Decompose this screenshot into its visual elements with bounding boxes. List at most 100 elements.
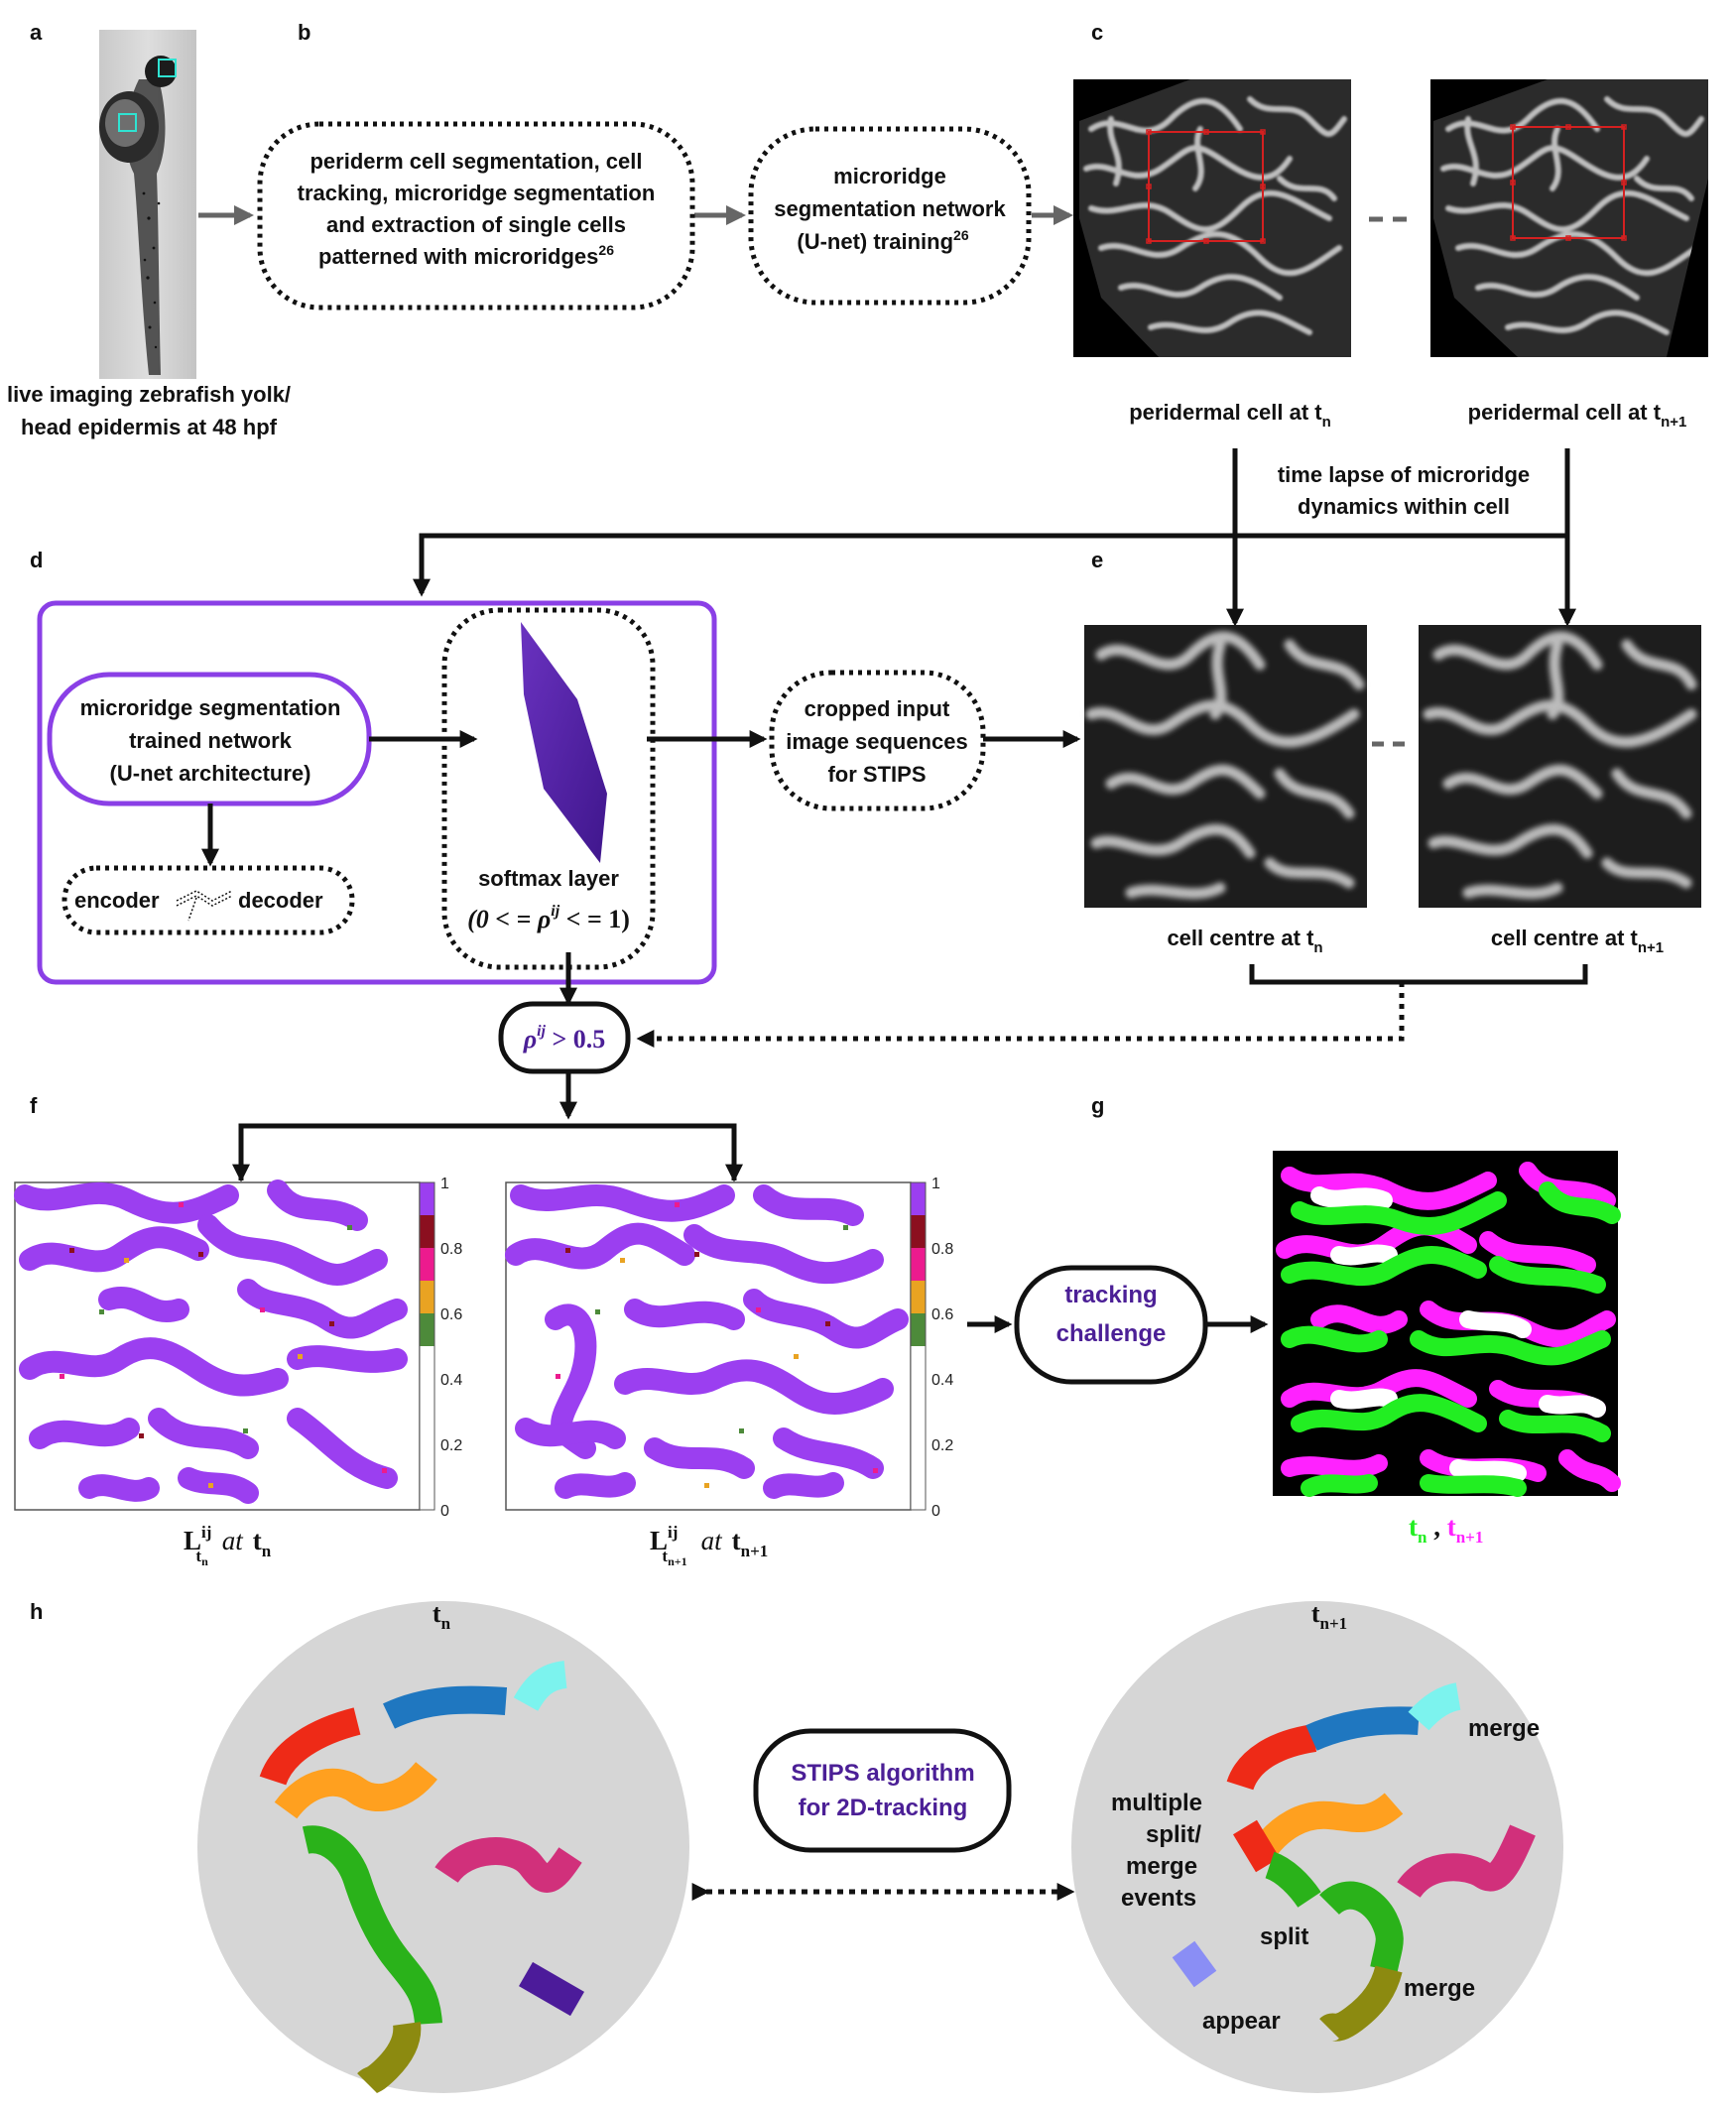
ridge-cyan-tn (513, 1661, 568, 1712)
panel-label-d: d (30, 548, 43, 572)
segmentation-box (257, 121, 695, 310)
network-frame (37, 600, 717, 985)
f-split-connector (238, 1123, 737, 1180)
b-box1-line3: and extraction of single cells (326, 212, 626, 237)
b-box2-line3: (U-net) training26 (797, 227, 968, 254)
h-multiple-line2: split/ (1146, 1821, 1201, 1848)
cell-centre-image-tn1 (1419, 625, 1701, 908)
arrow-c-to-d (413, 533, 1567, 597)
encoder-label: encoder (74, 888, 160, 913)
arrow-e-to-threshold (636, 982, 1405, 1048)
ridge-orange-tn (274, 1761, 437, 1819)
ridge-green-tn (302, 1825, 442, 2026)
h-multiple-line3: merge (1126, 1853, 1197, 1880)
d-network-line1: microridge segmentation (80, 695, 341, 720)
cb-right-tick-02: 0.2 (931, 1437, 953, 1454)
ridge-appear-tn1 (1172, 1940, 1217, 1988)
cell-centre-image-tn (1084, 625, 1367, 908)
colorbar-left-ticks: 1 0.8 0.6 0.4 0.2 0 (440, 1176, 462, 1520)
cb-right-tick-08: 0.8 (931, 1241, 953, 1258)
ridge-olive-tn1 (1319, 1965, 1403, 2042)
encoder-decoder-connector (176, 890, 233, 922)
overlay-image (1273, 1151, 1621, 1497)
ridge-violet-tn (519, 1961, 584, 2017)
cb-left-tick-02: 0.2 (440, 1437, 462, 1454)
panel-label-c: c (1091, 20, 1103, 45)
ridge-blue-tn1 (1305, 1706, 1420, 1751)
stips-algorithm-box (753, 1728, 1012, 1853)
cb-left-tick-0: 0 (440, 1503, 449, 1520)
b-box1-line2: tracking, microridge segmentation (298, 181, 656, 205)
cropped-input-box (769, 670, 986, 811)
g-legend: tn , tn+1 (1409, 1512, 1483, 1547)
ridge-orange-tn1 (1248, 1793, 1404, 1864)
colorbar-right-ticks: 1 0.8 0.6 0.4 0.2 0 (931, 1176, 953, 1520)
encoder-decoder-box (62, 865, 355, 935)
d-network-line2: trained network (129, 728, 293, 753)
h-stips-line1: STIPS algorithm (791, 1760, 974, 1787)
colorbar-left (419, 1181, 435, 1511)
b-box1-line4: patterned with microridges26 (318, 242, 614, 269)
ridge-pink-tn (434, 1837, 582, 1893)
ridge-blue-tn (383, 1685, 508, 1729)
h-multiple-line1: multiple (1111, 1790, 1202, 1816)
ridge-pink-tn1 (1397, 1824, 1536, 1899)
cb-left-tick-1: 1 (440, 1176, 449, 1192)
ridge-red-tn1 (1226, 1724, 1317, 1792)
cb-right-tick-1: 1 (931, 1176, 940, 1192)
h-split: split (1260, 1923, 1308, 1950)
cb-right-tick-04: 0.4 (931, 1372, 953, 1389)
zebrafish-image (99, 30, 196, 379)
h-merge-top: merge (1468, 1715, 1540, 1742)
h-title-left: tn (433, 1599, 451, 1633)
h-multiple-line4: events (1121, 1885, 1196, 1912)
cb-left-tick-04: 0.4 (440, 1372, 462, 1389)
b-box2-line1: microridge (833, 164, 946, 188)
h-stips-line2: for 2D-tracking (799, 1795, 968, 1821)
ridge-red-split-tn1 (1233, 1819, 1280, 1873)
c-label-tn: peridermal cell at tn (1129, 400, 1331, 431)
probability-map-tn (14, 1179, 421, 1511)
colorbar-right (910, 1181, 927, 1511)
h-title-right: tn+1 (1311, 1599, 1347, 1633)
g-tracking-line1: tracking (1064, 1282, 1157, 1308)
threshold-formula: ρij > 0.5 (523, 1023, 606, 1054)
circle-tn (197, 1601, 689, 2093)
ridge-green-split-tn1 (1264, 1851, 1321, 1909)
e-label-tn: cell centre at tn (1167, 926, 1322, 956)
e-label-tn1: cell centre at tn+1 (1491, 926, 1664, 956)
cb-right-tick-0: 0 (931, 1503, 940, 1520)
d-cropped-line2: image sequences (786, 729, 967, 754)
d-cropped-line3: for STIPS (827, 762, 926, 787)
decoder-label: decoder (238, 888, 323, 913)
cell-image-tn1 (1430, 79, 1708, 357)
h-merge-bottom: merge (1404, 1975, 1475, 2002)
b-box2-line2: segmentation network (774, 196, 1006, 221)
panel-label-b: b (298, 20, 310, 45)
panel-label-f: f (30, 1093, 38, 1118)
probability-map-tn1 (505, 1181, 912, 1511)
e-bracket (1249, 964, 1588, 985)
ridge-red-tn (259, 1707, 361, 1787)
cell-image-tn (1073, 79, 1351, 357)
panel-a-caption-line1: live imaging zebrafish yolk/ (7, 382, 291, 407)
softmax-formula: (0 < = ρij < = 1) (467, 903, 630, 933)
ridge-green-tn1 (1319, 1881, 1404, 1972)
unet-training-box (748, 126, 1032, 306)
d-cropped-line1: cropped input (805, 696, 950, 721)
b-box1-line1: periderm cell segmentation, cell (310, 149, 642, 174)
ridge-cyan-tn1 (1408, 1682, 1461, 1731)
c-timelapse-line1: time lapse of microridge (1278, 462, 1530, 487)
c-label-tn1: peridermal cell at tn+1 (1468, 400, 1687, 431)
panel-label-a: a (30, 20, 43, 45)
d-network-line3: (U-net architecture) (110, 761, 311, 786)
ridge-olive-tn (357, 2022, 422, 2094)
cb-right-tick-06: 0.6 (931, 1306, 953, 1323)
softmax-label: softmax layer (478, 866, 619, 891)
c-timelapse-line2: dynamics within cell (1298, 494, 1510, 519)
panel-label-e: e (1091, 548, 1103, 572)
